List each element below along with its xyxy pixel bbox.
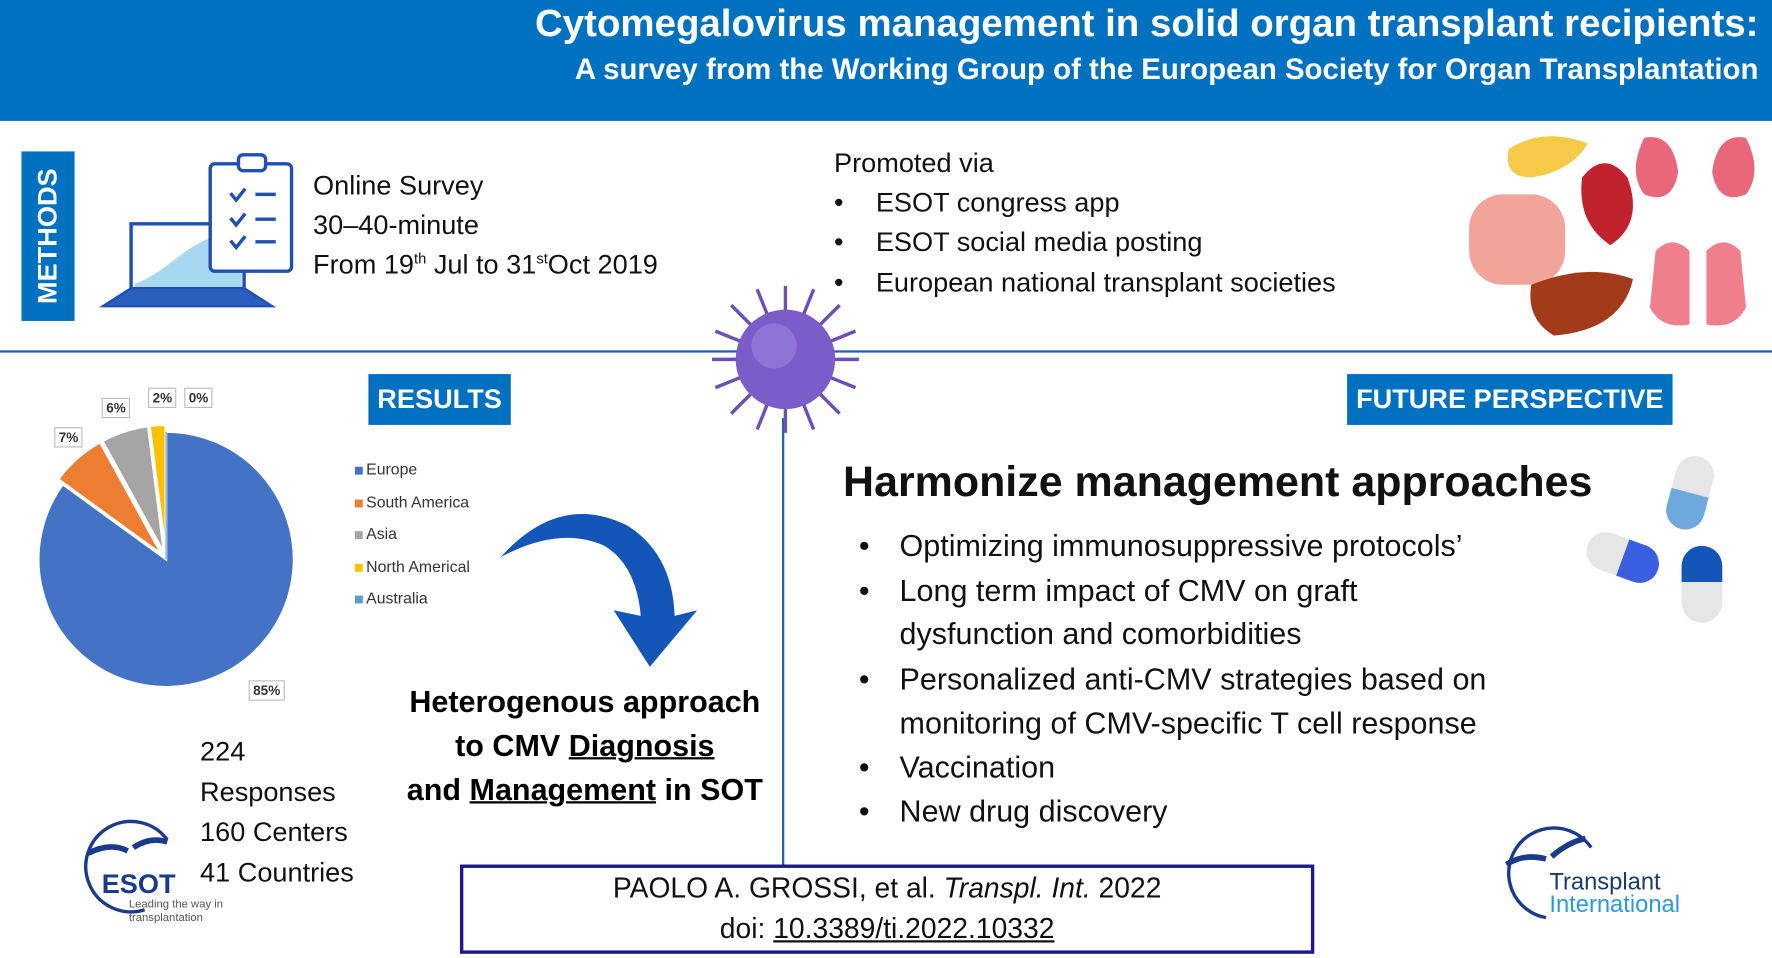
- stat-responses-count: 224: [200, 736, 246, 768]
- pie-data-label: 6%: [101, 397, 131, 419]
- legend-item: Asia: [354, 524, 397, 543]
- legend-swatch: [354, 531, 363, 540]
- pie-data-label: 0%: [184, 387, 213, 408]
- subtitle: A survey from the Working Group of the E…: [574, 51, 1759, 86]
- legend-item: South America: [354, 492, 470, 511]
- pie-data-label: 2%: [148, 387, 177, 408]
- survey-dates: From 19th Jul to 31stOct 2019: [313, 249, 658, 281]
- legend-item: Europe: [354, 459, 418, 479]
- legend-label: Australia: [366, 588, 428, 607]
- legend-label: Asia: [366, 524, 397, 543]
- survey-duration: 30–40-minute: [313, 210, 479, 241]
- legend-item: North Americal: [354, 556, 470, 575]
- esot-logo: ESOT Leading the way in transplantation: [77, 819, 235, 932]
- curved-arrow-icon: [500, 513, 698, 667]
- section-divider-vertical: [782, 418, 785, 866]
- legend-label: North Americal: [366, 556, 470, 575]
- citation-reference: PAOLO A. GROSSI, et al. Transpl. Int. 20…: [612, 872, 1162, 905]
- future-perspective-label: FUTURE PERSPECTIVE: [1347, 374, 1673, 425]
- legend-swatch: [354, 563, 363, 572]
- transplant-international-logo: Transplant International: [1501, 825, 1716, 921]
- survey-type: Online Survey: [313, 170, 484, 202]
- pills-icon: [1586, 456, 1723, 623]
- promoted-item: •ESOT congress app: [834, 187, 1120, 219]
- results-conclusion: Heterogenous approach to CMV Diagnosis a…: [406, 684, 763, 807]
- citation-box: PAOLO A. GROSSI, et al. Transpl. Int. 20…: [459, 864, 1315, 954]
- stat-responses-label: Responses: [200, 777, 336, 809]
- cytomegalovirus-icon: [711, 285, 859, 433]
- legend-label: Europe: [366, 459, 418, 479]
- pie-slice-south-america: [56, 440, 163, 556]
- pie-slice-asia: [100, 424, 166, 554]
- promoted-item: •European national transplant societies: [834, 267, 1336, 299]
- pie-data-label: 7%: [54, 427, 83, 448]
- future-heading: Harmonize management approaches: [843, 458, 1593, 507]
- pie-slice-north-americal: [148, 423, 167, 553]
- stat-countries: 41 Countries: [200, 857, 354, 889]
- promoted-title: Promoted via: [834, 148, 994, 179]
- legend-swatch: [354, 595, 363, 604]
- title: Cytomegalovirus management in solid orga…: [535, 2, 1759, 46]
- methods-label: METHODS: [21, 151, 75, 321]
- legend-item: Australia: [354, 588, 428, 607]
- promoted-item: •ESOT social media posting: [834, 227, 1203, 258]
- pie-data-label: 85%: [248, 680, 285, 701]
- results-label: RESULTS: [368, 374, 511, 425]
- region-pie-chart: [37, 423, 295, 689]
- section-divider-horizontal: [0, 350, 1772, 353]
- legend-label: South America: [366, 492, 470, 511]
- header-banner: Cytomegalovirus management in solid orga…: [0, 0, 1772, 121]
- legend-swatch: [354, 498, 363, 507]
- legend-swatch: [354, 466, 363, 475]
- organs-illustration: [1469, 136, 1755, 336]
- stat-centers: 160 Centers: [200, 817, 348, 848]
- doi-link[interactable]: 10.3389/ti.2022.10332: [773, 913, 1055, 945]
- laptop-checklist-icon: [98, 153, 294, 308]
